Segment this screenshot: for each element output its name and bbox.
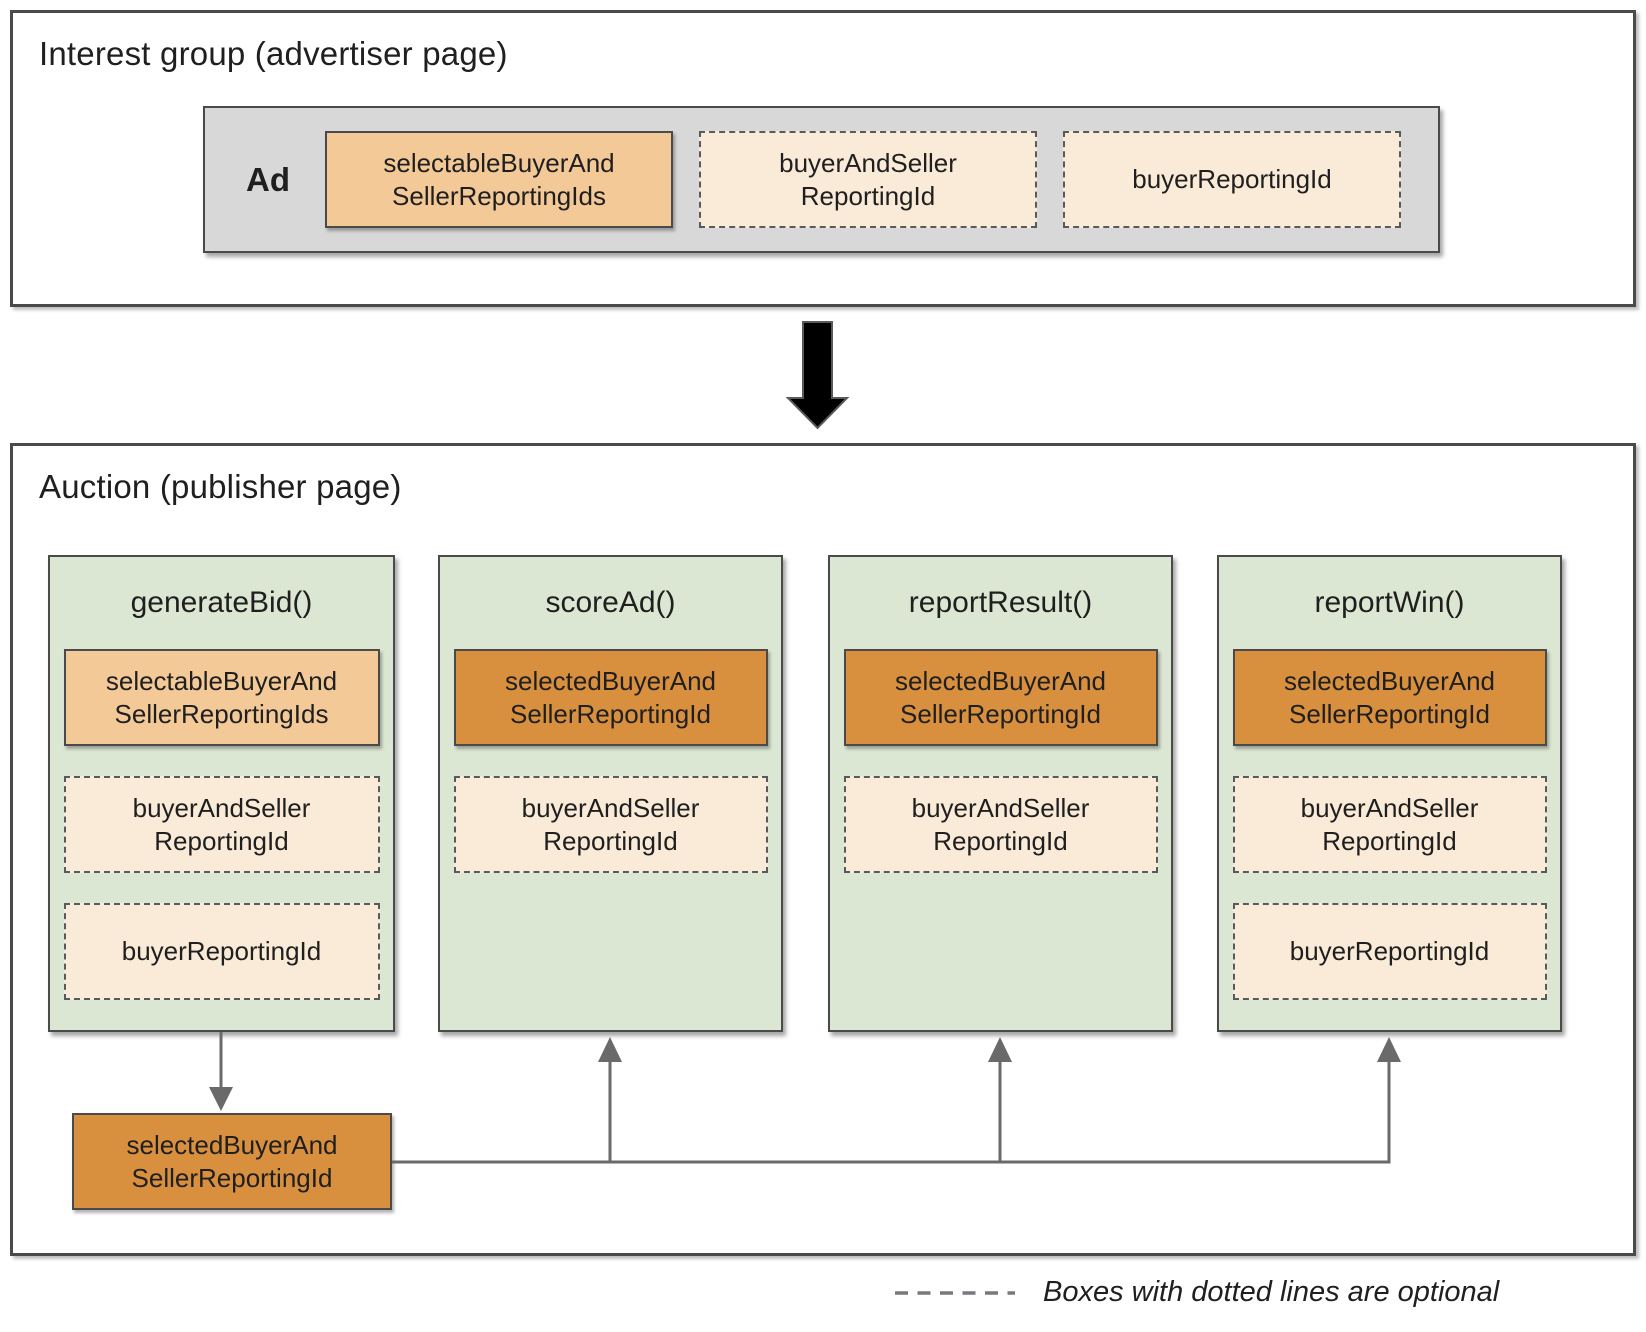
chip-buyer-reporting-id: buyerReportingId [1063, 131, 1401, 228]
down-arrow-shape [785, 321, 850, 430]
legend: Boxes with dotted lines are optional [893, 1276, 1499, 1309]
chip-buyer-and-seller-reporting-id: buyerAndSeller ReportingId [699, 131, 1037, 228]
interest-group-panel: Interest group (advertiser page) Ad sele… [10, 10, 1636, 307]
flow-down-arrow-icon [785, 321, 850, 430]
column-report-win-title: reportWin() [1314, 586, 1465, 619]
chip-buyer-reporting-id: buyerReportingId [1232, 903, 1547, 1000]
chip-selected-buyer-and-seller-reporting-id: selectedBuyerAnd SellerReportingId [843, 649, 1158, 746]
chip-buyer-reporting-id: buyerReportingId [63, 903, 380, 1000]
column-generate-bid: generateBid() selectableBuyerAnd SellerR… [48, 555, 395, 1032]
auction-title: Auction (publisher page) [39, 468, 402, 505]
legend-text: Boxes with dotted lines are optional [1043, 1276, 1500, 1308]
chip-buyer-and-seller-reporting-id: buyerAndSeller ReportingId [63, 776, 380, 873]
chip-buyer-and-seller-reporting-id: buyerAndSeller ReportingId [843, 776, 1158, 873]
column-score-ad: scoreAd() selectedBuyerAnd SellerReporti… [438, 555, 783, 1032]
column-score-ad-title: scoreAd() [545, 586, 676, 619]
column-report-result: reportResult() selectedBuyerAnd SellerRe… [828, 555, 1173, 1032]
column-report-result-title: reportResult() [908, 586, 1093, 619]
ad-container: Ad selectableBuyerAnd SellerReportingIds… [203, 106, 1440, 253]
ad-label: Ad [246, 160, 290, 198]
chip-selectable-buyer-and-seller-reporting-ids: selectableBuyerAnd SellerReportingIds [63, 649, 380, 746]
chip-buyer-and-seller-reporting-id: buyerAndSeller ReportingId [1232, 776, 1547, 873]
auction-panel: Auction (publisher page) generateBid() s… [10, 443, 1636, 1256]
interest-group-title: Interest group (advertiser page) [39, 35, 508, 72]
chip-buyer-and-seller-reporting-id: buyerAndSeller ReportingId [453, 776, 768, 873]
dashed-line-sample-icon [895, 1290, 1015, 1295]
chip-selected-buyer-and-seller-reporting-id: selectedBuyerAnd SellerReportingId [453, 649, 768, 746]
chip-selected-buyer-and-seller-reporting-id: selectedBuyerAnd SellerReportingId [1232, 649, 1547, 746]
column-report-win: reportWin() selectedBuyerAnd SellerRepor… [1217, 555, 1562, 1032]
chip-selectable-buyer-and-seller-reporting-ids: selectableBuyerAnd SellerReportingIds [325, 131, 673, 228]
column-generate-bid-title: generateBid() [130, 586, 313, 619]
chip-selected-buyer-and-seller-reporting-id-result: selectedBuyerAnd SellerReportingId [72, 1113, 392, 1210]
